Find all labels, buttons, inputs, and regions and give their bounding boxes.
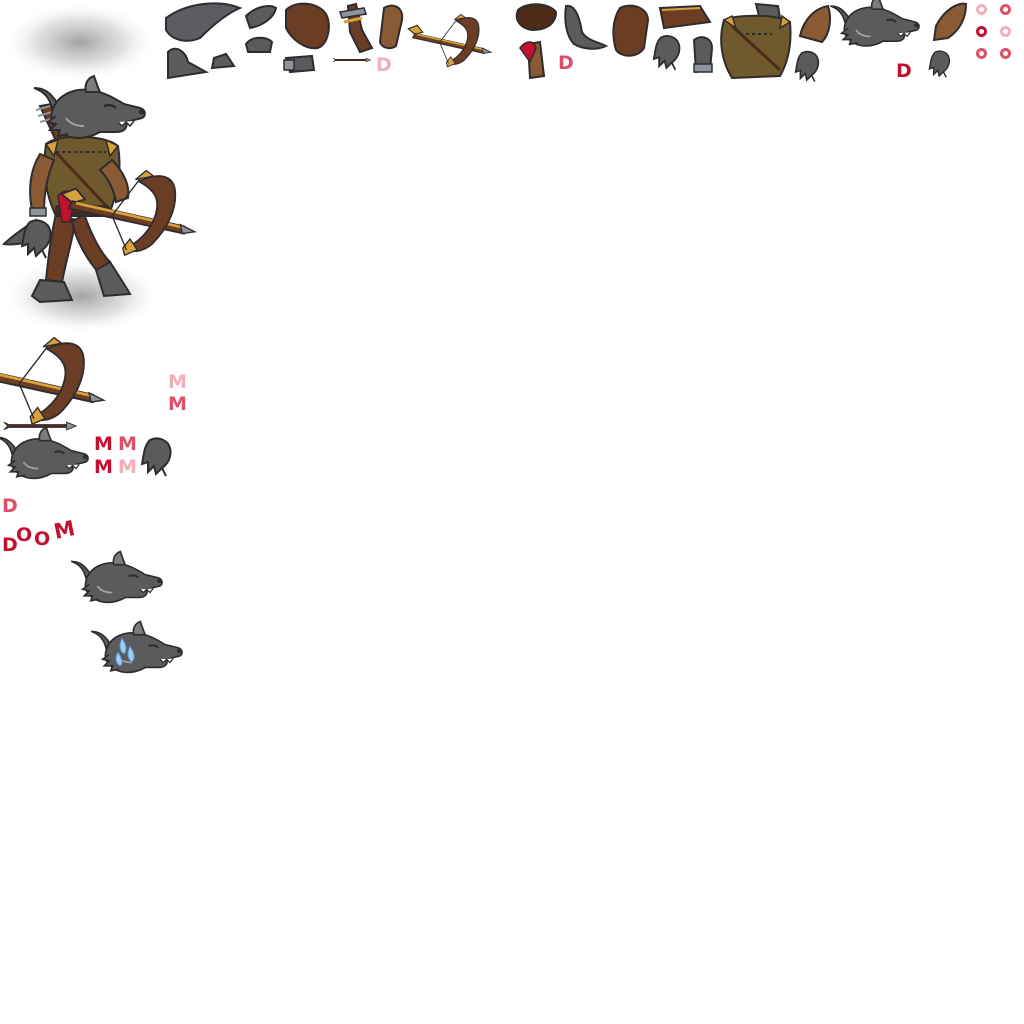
collar-part	[658, 4, 712, 30]
ring-icon	[1000, 26, 1011, 37]
ground-shadow-icon	[2, 2, 158, 82]
shoulder-part	[798, 4, 831, 44]
wolf-head-icon	[829, 0, 921, 48]
ring-icon	[1000, 4, 1011, 15]
letter-m-light: M	[118, 456, 137, 478]
ring-icon	[976, 26, 987, 37]
thigh-part	[612, 4, 650, 57]
letter-m-light: M	[168, 371, 187, 393]
belt-strap-part	[519, 40, 546, 80]
letter-m-mid: M	[168, 393, 187, 415]
doom-letter-o2: O	[34, 528, 51, 550]
crossbow-icon	[407, 13, 492, 68]
tail-part	[564, 4, 609, 50]
leather-pouch-part	[285, 2, 330, 50]
wolf-head-icon	[0, 426, 90, 480]
hair-tuft-part	[515, 3, 558, 32]
doom-letter-m: M	[51, 516, 78, 544]
character-full-body	[1, 74, 197, 304]
doom-letter-d: D	[2, 534, 18, 556]
letter-m-mid: M	[118, 433, 137, 455]
ear-part	[244, 5, 278, 30]
ring-icon	[976, 48, 987, 59]
letter-d-strong: D	[896, 60, 912, 82]
crossbow-bolt-icon	[332, 57, 372, 63]
fur-tuft-part	[244, 36, 274, 53]
crossbow-bolt-icon	[3, 421, 77, 431]
quiver-part	[339, 2, 374, 54]
ground-shadow-icon	[2, 258, 162, 334]
claw-hand-icon	[928, 50, 951, 79]
forearm-part	[932, 2, 968, 42]
toe-part	[210, 52, 236, 70]
bracer-part	[283, 54, 316, 74]
foot-part	[167, 47, 210, 80]
letter-d-light: D	[376, 54, 392, 76]
letter-d-mid: D	[558, 52, 574, 74]
wrist-part	[692, 36, 714, 74]
claw-hand-icon	[794, 50, 820, 83]
horn-part	[165, 2, 243, 42]
claw-hand-icon	[141, 437, 172, 477]
ring-icon	[1000, 48, 1011, 59]
crossbow-icon	[0, 336, 106, 426]
doom-letter-o1: O	[16, 524, 33, 546]
wolf-head-crying-icon	[90, 620, 184, 674]
wolf-head-grimace-icon	[70, 550, 164, 604]
letter-m-strong: M	[94, 433, 113, 455]
claw-hand-icon	[652, 35, 681, 71]
vest-torso-part	[720, 2, 792, 80]
letter-m-strong: M	[94, 456, 113, 478]
letter-d-mid: D	[2, 495, 18, 517]
ring-icon	[976, 4, 987, 15]
sleeve-part	[378, 4, 404, 50]
